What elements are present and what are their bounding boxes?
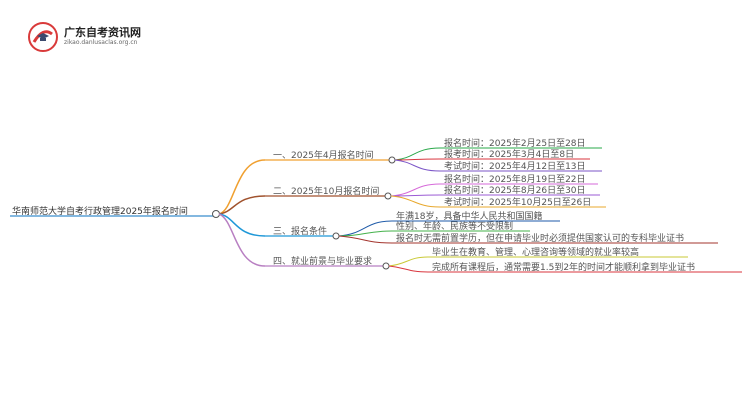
edge [338, 220, 393, 237]
edge [394, 147, 441, 161]
leaf-node: 毕业生在教育、管理、心理咨询等领域的就业率较高 [432, 246, 639, 258]
root-node-label: 华南师范大学自考行政管理2025年报名时间 [12, 205, 188, 217]
leaf-node: 报名时间：2025年8月26日至30日 [444, 184, 586, 196]
root-collapse-handle[interactable] [212, 210, 220, 218]
logo-badge-icon [28, 22, 58, 52]
branch-label: 二、2025年10月报名时间 [273, 185, 379, 197]
edge-root-b1 [218, 159, 266, 215]
edge [394, 159, 441, 172]
edge [388, 256, 429, 267]
leaf-node: 报名时间：2025年8月19日至22日 [444, 173, 586, 185]
leaf-node: 考试时间：2025年10月25日至26日 [444, 196, 591, 208]
leaf-node: 报名时无需前置学历，但在申请毕业时必须提供国家认可的专科毕业证书 [396, 232, 684, 244]
edge-root-b2 [218, 195, 266, 215]
edge [390, 195, 441, 208]
leaf-node: 性别、年龄、民族等不受限制 [396, 220, 513, 232]
branch-collapse-handle[interactable] [382, 262, 390, 270]
logo-subtitle: zikao.danlusaclas.org.cn [64, 39, 138, 46]
edge-root-b4 [218, 213, 266, 267]
branch-collapse-handle[interactable] [384, 192, 392, 200]
site-logo[interactable]: 广东自考资讯网 zikao.danlusaclas.org.cn [28, 22, 141, 52]
leaf-node: 报名时间：2025年2月25日至28日 [444, 137, 586, 149]
edge [388, 265, 429, 273]
branch-collapse-handle[interactable] [388, 156, 396, 164]
edge [390, 183, 441, 197]
edge [338, 230, 393, 237]
branch-label: 三、报名条件 [273, 225, 327, 237]
leaf-node: 报考时间：2025年3月4日至8日 [444, 148, 574, 160]
leaf-node: 年满18岁，具备中华人民共和国国籍 [396, 210, 542, 222]
edge [338, 235, 393, 244]
edge [390, 194, 441, 197]
edge [394, 158, 441, 161]
logo-title: 广东自考资讯网 [64, 26, 141, 39]
branch-collapse-handle[interactable] [332, 232, 340, 240]
leaf-node: 考试时间：2025年4月12日至13日 [444, 160, 586, 172]
leaf-node: 完成所有课程后，通常需要1.5到2年的时间才能顺利拿到毕业证书 [432, 261, 695, 273]
branch-label: 一、2025年4月报名时间 [273, 149, 374, 161]
branch-label: 四、就业前景与毕业要求 [273, 255, 372, 267]
edge-root-b3 [218, 213, 266, 237]
